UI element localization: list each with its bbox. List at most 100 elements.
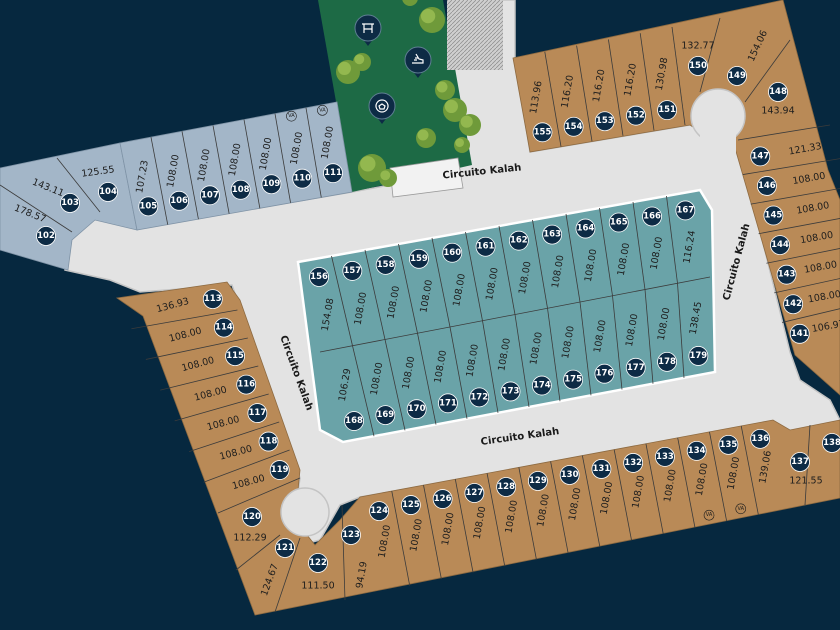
lot-number-badge[interactable]: [563, 369, 584, 390]
lot[interactable]: 138: [822, 433, 840, 453]
lot-number-badge[interactable]: [789, 323, 810, 344]
lot-number-badge[interactable]: [594, 111, 615, 132]
lot-number-badge[interactable]: [727, 66, 747, 86]
lot-number-badge[interactable]: [542, 224, 563, 245]
lot-number-badge[interactable]: [718, 434, 739, 455]
lot-number-badge[interactable]: [60, 193, 80, 213]
lot-number-badge[interactable]: [527, 471, 548, 491]
soccer-field-icon[interactable]: [368, 92, 396, 124]
lot-number-badge[interactable]: [686, 440, 707, 461]
lot-number-badge[interactable]: [323, 163, 343, 184]
lot-number-badge[interactable]: [688, 56, 708, 76]
lot-number-badge[interactable]: [344, 411, 364, 431]
lot-number-badge[interactable]: [575, 218, 596, 239]
lot-number-badge[interactable]: [508, 230, 529, 251]
lot-number-badge[interactable]: [532, 122, 553, 143]
lot-number-badge[interactable]: [442, 242, 463, 263]
lot-number-badge[interactable]: [292, 168, 313, 189]
lot-number-badge[interactable]: [657, 100, 677, 121]
lot-number-badge[interactable]: [790, 452, 810, 472]
lot-number-badge[interactable]: [756, 176, 777, 196]
lot-number-badge[interactable]: [763, 205, 784, 226]
lot-number-badge[interactable]: [406, 399, 427, 420]
lot-number-badge[interactable]: [214, 317, 234, 338]
lot-number-badge[interactable]: [531, 375, 552, 396]
lot-boundary: [581, 455, 601, 547]
lot-number-badge[interactable]: [591, 459, 612, 479]
lot-number-badge[interactable]: [655, 447, 675, 467]
lot-number-badge[interactable]: [464, 483, 485, 503]
lot-number-badge[interactable]: [822, 433, 840, 453]
lot-number-badge[interactable]: [169, 190, 189, 211]
lot-number-badge[interactable]: [623, 453, 644, 473]
lot-number-badge[interactable]: [469, 387, 490, 408]
lot-number-badge[interactable]: [258, 431, 279, 452]
lot-number-badge[interactable]: [496, 477, 517, 497]
lot-number-badge[interactable]: [202, 289, 223, 310]
lot-number-badge[interactable]: [375, 254, 396, 275]
lot-number-badge[interactable]: [675, 200, 696, 221]
lot-number-badge[interactable]: [309, 267, 329, 287]
playground-icon[interactable]: [354, 14, 382, 46]
lot-number-badge[interactable]: [776, 264, 797, 285]
lot-number-badge[interactable]: [375, 405, 396, 426]
lot-number-badge[interactable]: [242, 507, 262, 527]
lot-number-badge[interactable]: [138, 196, 159, 217]
running-track-icon[interactable]: [404, 46, 432, 78]
lot-number-badge[interactable]: [438, 393, 458, 414]
lot-number-badge[interactable]: [308, 553, 328, 573]
lot-number-badge[interactable]: [563, 116, 584, 137]
lot-number-badge[interactable]: [594, 363, 615, 384]
lot-number-badge[interactable]: [342, 261, 363, 281]
lot-number-badge[interactable]: [236, 374, 257, 395]
lot-number-badge[interactable]: [688, 346, 709, 366]
lot-number-badge[interactable]: [409, 248, 429, 269]
lot-number-badge[interactable]: [657, 351, 677, 372]
lot-number-badge[interactable]: [341, 525, 361, 545]
lot-number-badge[interactable]: [475, 236, 496, 257]
lot-number-badge[interactable]: [36, 226, 56, 246]
lot-number-badge[interactable]: [626, 105, 646, 126]
lot-number-badge[interactable]: [750, 146, 771, 167]
lot-number-badge[interactable]: [369, 501, 390, 521]
lot-number-badge[interactable]: [225, 346, 245, 367]
lot-number-badge[interactable]: [98, 182, 118, 202]
lot-number-badge[interactable]: [247, 403, 268, 423]
lot-number-badge[interactable]: [275, 538, 295, 558]
lot-number-badge[interactable]: [768, 82, 788, 102]
lot-number-badge[interactable]: [269, 460, 290, 480]
lot-number-badge[interactable]: [400, 495, 421, 515]
lot-number-badge[interactable]: [783, 294, 804, 315]
lot-number-badge[interactable]: [500, 381, 521, 402]
lot-number-badge[interactable]: [608, 212, 629, 233]
lot-number-badge[interactable]: [625, 357, 646, 378]
lot-number-badge[interactable]: [432, 489, 453, 509]
lot-number-badge[interactable]: [750, 428, 771, 449]
lot-number: 158: [377, 260, 395, 270]
lot-number: 178: [658, 357, 676, 367]
lot-number-badge[interactable]: [559, 465, 580, 485]
lot-number-badge[interactable]: [199, 185, 220, 206]
lot-number-badge[interactable]: [230, 179, 251, 200]
lot-number-badge[interactable]: [261, 174, 282, 195]
lot-number-badge[interactable]: [642, 206, 662, 227]
lot-number-badge[interactable]: [770, 235, 790, 256]
